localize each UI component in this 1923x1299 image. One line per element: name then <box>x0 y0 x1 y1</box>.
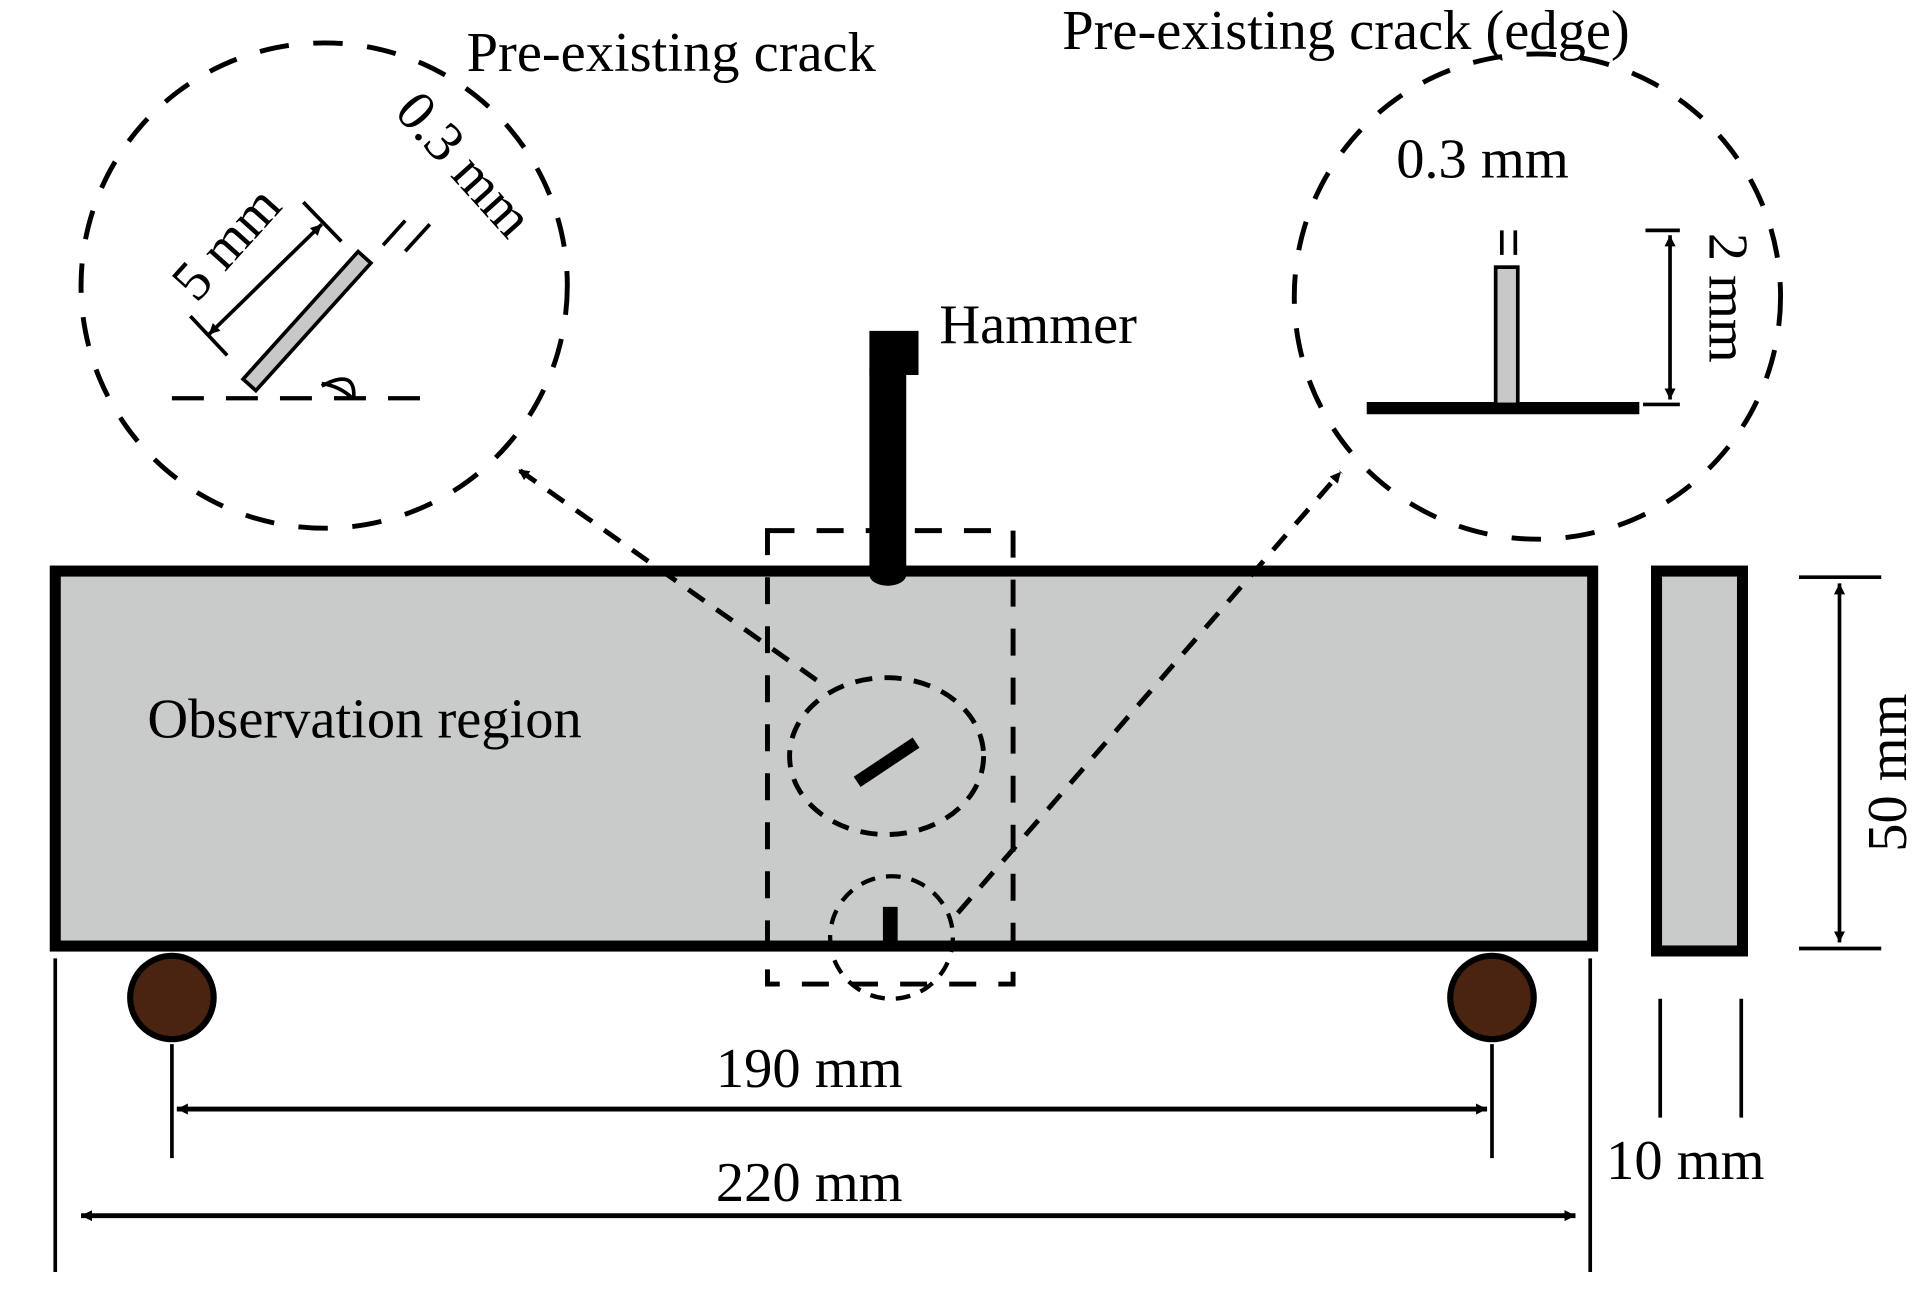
dim-tick <box>301 200 343 243</box>
dim-tick <box>381 219 407 247</box>
angle-arc <box>321 381 354 400</box>
leader-arrow-left <box>516 467 819 683</box>
beam-height-label: 50 mm <box>1857 694 1919 852</box>
crack-zoom-marker <box>787 675 987 837</box>
edge-crack <box>882 906 898 944</box>
dim-tick <box>403 223 432 253</box>
angle-arc-full <box>320 377 356 399</box>
beam-length-label: 220 mm <box>716 1152 903 1214</box>
edge-crack-detail-circle <box>1291 51 1784 542</box>
inclined-crack-detail-circle <box>78 40 570 531</box>
left-support <box>127 952 217 1043</box>
beam <box>49 565 1599 952</box>
edge-crack-zoom-marker <box>827 874 956 1001</box>
edge-crack-detail <box>1493 265 1520 407</box>
hammer-label: Hammer <box>939 294 1137 356</box>
beam-thickness-label: 10 mm <box>1606 1130 1764 1192</box>
hammer-icon <box>869 330 919 586</box>
leader-arrow-right <box>955 470 1343 915</box>
inclined-crack-detail <box>240 248 374 394</box>
pre-existing-crack-title: Pre-existing crack <box>467 22 877 84</box>
right-support <box>1447 952 1537 1043</box>
support-span-label: 190 mm <box>716 1038 903 1100</box>
beam-cross-section <box>1651 565 1749 957</box>
crack-width-label: 0.3 mm <box>383 80 545 249</box>
inclined-crack <box>853 737 920 787</box>
edge-crack-width-label: 0.3 mm <box>1396 129 1569 191</box>
crack-length-label: 5 mm <box>160 175 293 313</box>
crack-length-dimension-arrow <box>207 222 324 336</box>
pre-existing-crack-edge-title: Pre-existing crack (edge) <box>1062 0 1630 62</box>
edge-crack-depth-label: 2 mm <box>1696 233 1758 363</box>
observation-region-label: Observation region <box>147 689 581 751</box>
dim-tick <box>188 314 229 357</box>
